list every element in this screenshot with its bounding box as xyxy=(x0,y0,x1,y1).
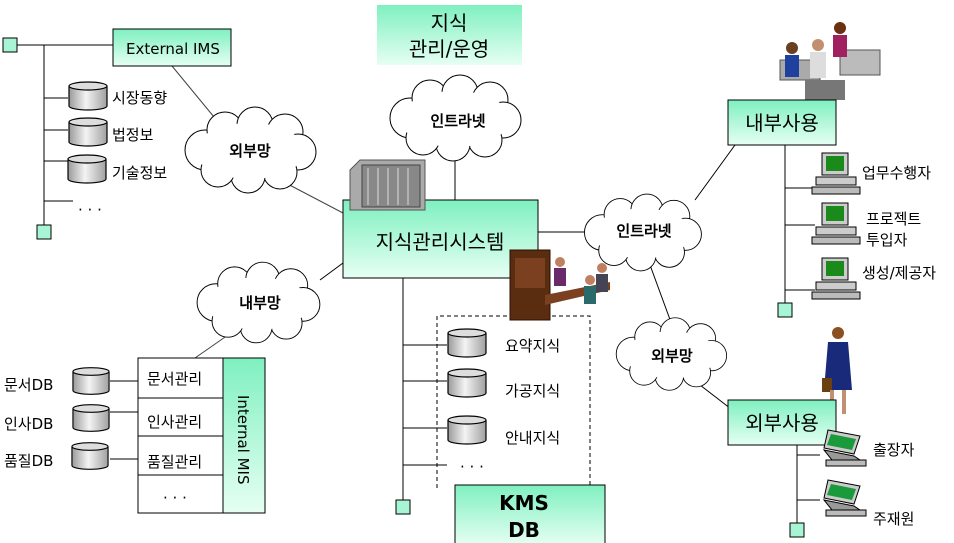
more-ellipsis: · · · xyxy=(163,489,187,507)
node-square xyxy=(2,37,18,53)
database-icon xyxy=(71,442,109,470)
network-nodes xyxy=(2,37,805,538)
user-label: 투입자 xyxy=(866,231,908,249)
knowledge-ops-line2: 관리/운영 xyxy=(409,37,489,61)
database-icon xyxy=(447,328,487,358)
cloud-label-internal: 내부망 xyxy=(239,294,281,312)
internal-use-box xyxy=(727,99,837,146)
more-ellipsis: · · · xyxy=(78,201,102,219)
laptop-icon xyxy=(823,429,867,467)
computer-icon xyxy=(811,152,861,195)
kms-db-line1: KMS xyxy=(499,491,549,515)
computer-icon xyxy=(811,202,861,245)
internal-use-label: 내부사용 xyxy=(745,111,819,135)
user-label: 출장자 xyxy=(873,441,915,459)
user-label: 주재원 xyxy=(873,510,914,528)
database-icon xyxy=(72,367,110,395)
external-use-label: 외부사용 xyxy=(745,411,819,435)
database-icon xyxy=(447,415,487,445)
database-icon xyxy=(67,154,107,184)
external-use-box xyxy=(727,399,837,446)
database-icon xyxy=(68,117,108,147)
knowledge-label: 가공지식 xyxy=(505,382,560,400)
kms-db-line2: DB xyxy=(508,518,540,542)
node-square xyxy=(395,499,411,515)
laptop-icon xyxy=(823,479,867,517)
external-ims-label: External IMS xyxy=(126,40,220,58)
mis-module: 인사관리 xyxy=(147,413,202,431)
knowledge-ops-line1: 지식 xyxy=(431,11,468,35)
db-label: 품질DB xyxy=(4,452,53,470)
db-label: 시장동향 xyxy=(112,89,167,107)
user-label: 생성/제공자 xyxy=(862,264,936,282)
knowledge-ops-box xyxy=(377,5,522,65)
internal-mis-label: Internal MIS xyxy=(234,395,252,484)
server-rack-icon xyxy=(349,159,426,211)
node-square xyxy=(36,224,52,240)
db-label: 문서DB xyxy=(4,376,53,394)
kms-main-box xyxy=(342,199,539,279)
database-icon xyxy=(72,404,110,432)
user-label: 업무수행자 xyxy=(862,164,931,182)
cloud-label-intranet: 인트라넷 xyxy=(616,222,671,240)
database-icon xyxy=(68,81,108,111)
db-label: 법정보 xyxy=(112,126,154,144)
kms-db-box xyxy=(454,484,606,543)
kms-main-label: 지식관리시스템 xyxy=(376,230,505,254)
user-label: 프로젝트 xyxy=(866,210,921,228)
db-label: 기술정보 xyxy=(112,164,167,182)
node-square xyxy=(789,522,805,538)
cloud-label-external: 외부망 xyxy=(651,347,693,365)
db-label: 인사DB xyxy=(4,415,53,433)
knowledge-label: 안내지식 xyxy=(505,429,560,447)
computer-icon xyxy=(811,257,861,300)
database-icon xyxy=(447,368,487,398)
external-ims-box xyxy=(112,28,232,67)
mis-module: 품질관리 xyxy=(147,453,202,471)
cloud-label-external: 외부망 xyxy=(229,142,271,160)
office-workers-icon xyxy=(779,22,881,100)
mis-module: 문서관리 xyxy=(147,370,202,388)
node-square xyxy=(777,302,793,318)
internal-mis-box xyxy=(222,357,266,514)
more-ellipsis: · · · xyxy=(460,458,484,476)
knowledge-label: 요약지식 xyxy=(505,337,560,355)
cloud-label-intranet: 인트라넷 xyxy=(430,112,485,130)
meeting-room-icon xyxy=(509,249,610,321)
